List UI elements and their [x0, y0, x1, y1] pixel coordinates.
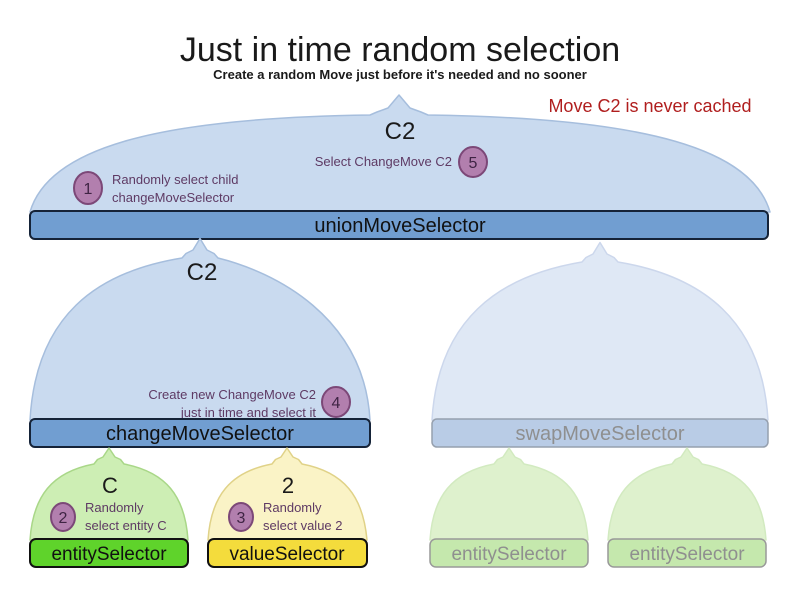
faded-entity-selector-bar-left [429, 538, 589, 568]
step-5-number: 5 [469, 155, 478, 172]
step-2-text-line-2: select entity C [85, 518, 167, 533]
entity-output-label: C [102, 473, 118, 498]
swap-move-selector-label: swapMoveSelector [516, 423, 685, 445]
step-1-text-line-2: changeMoveSelector [112, 190, 235, 205]
faded-entity-selector-label-left: entitySelector [451, 544, 567, 565]
change-move-selector-label: changeMoveSelector [106, 423, 294, 445]
entity-selector-bar [29, 538, 189, 568]
faded-entity-funnel-right [607, 447, 767, 541]
entity-selector-label: entitySelector [51, 544, 167, 565]
union-selection-funnel [29, 94, 771, 213]
value-selector-label: valueSelector [229, 544, 345, 565]
step-2-badge [50, 502, 76, 532]
step-3-number: 3 [237, 510, 246, 527]
step-4-badge [321, 386, 351, 418]
value-output-label: 2 [282, 473, 294, 498]
step-5-badge [458, 146, 488, 178]
step-1-number: 1 [84, 181, 93, 198]
never-cached-note: Move C2 is never cached [548, 96, 751, 116]
step-5-text: Select ChangeMove C2 [315, 154, 452, 169]
step-4-text-line-2: just in time and select it [180, 405, 317, 420]
union-output-label: C2 [385, 118, 416, 145]
step-1-text-line-1: Randomly select child [112, 172, 238, 187]
step-3-badge [228, 502, 254, 532]
step-3-text-line-1: Randomly [263, 500, 322, 515]
page-title: Just in time random selection [180, 31, 620, 69]
swap-selection-funnel [431, 241, 769, 421]
faded-entity-selector-bar-right [607, 538, 767, 568]
step-2-text-line-1: Randomly [85, 500, 144, 515]
union-move-selector-bar [29, 210, 769, 240]
value-selector-bar [207, 538, 368, 568]
step-3-text-line-2: select value 2 [263, 518, 343, 533]
change-output-label: C2 [187, 259, 218, 286]
step-4-number: 4 [332, 395, 341, 412]
step-1-badge [73, 171, 103, 205]
faded-entity-funnel-left [429, 447, 589, 541]
step-2-number: 2 [59, 510, 68, 527]
faded-entity-selector-label-right: entitySelector [629, 544, 745, 565]
swap-move-selector-bar [431, 418, 769, 448]
union-move-selector-label: unionMoveSelector [314, 215, 486, 237]
change-move-selector-bar [29, 418, 371, 448]
page-subtitle: Create a random Move just before it's ne… [213, 67, 587, 82]
step-4-text-line-1: Create new ChangeMove C2 [148, 387, 316, 402]
change-selection-funnel [29, 237, 371, 421]
